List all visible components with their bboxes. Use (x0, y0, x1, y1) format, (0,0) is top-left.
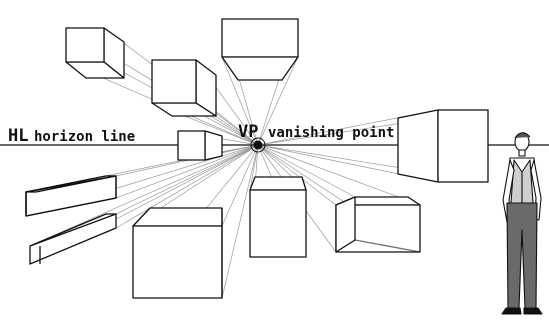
box-top-center (221, 18, 299, 81)
horizon-line-label: horizon line (34, 129, 135, 145)
box-right-large (397, 109, 489, 183)
box-on-horizon (177, 130, 223, 161)
box-bottom-left (132, 207, 223, 299)
vanishing-point-marker (250, 137, 266, 153)
prism-left-upper (25, 175, 117, 217)
standing-man-figure (501, 132, 543, 315)
hl-abbreviation: HL (8, 126, 28, 146)
box-upper-middle (151, 59, 217, 117)
vp-abbreviation: VP (238, 122, 258, 142)
prism-left-lower (29, 213, 117, 265)
box-bottom-right (335, 196, 421, 253)
box-bottom-center (249, 176, 307, 258)
vanishing-point-label: vanishing point (268, 125, 394, 141)
box-top-left (65, 27, 125, 79)
